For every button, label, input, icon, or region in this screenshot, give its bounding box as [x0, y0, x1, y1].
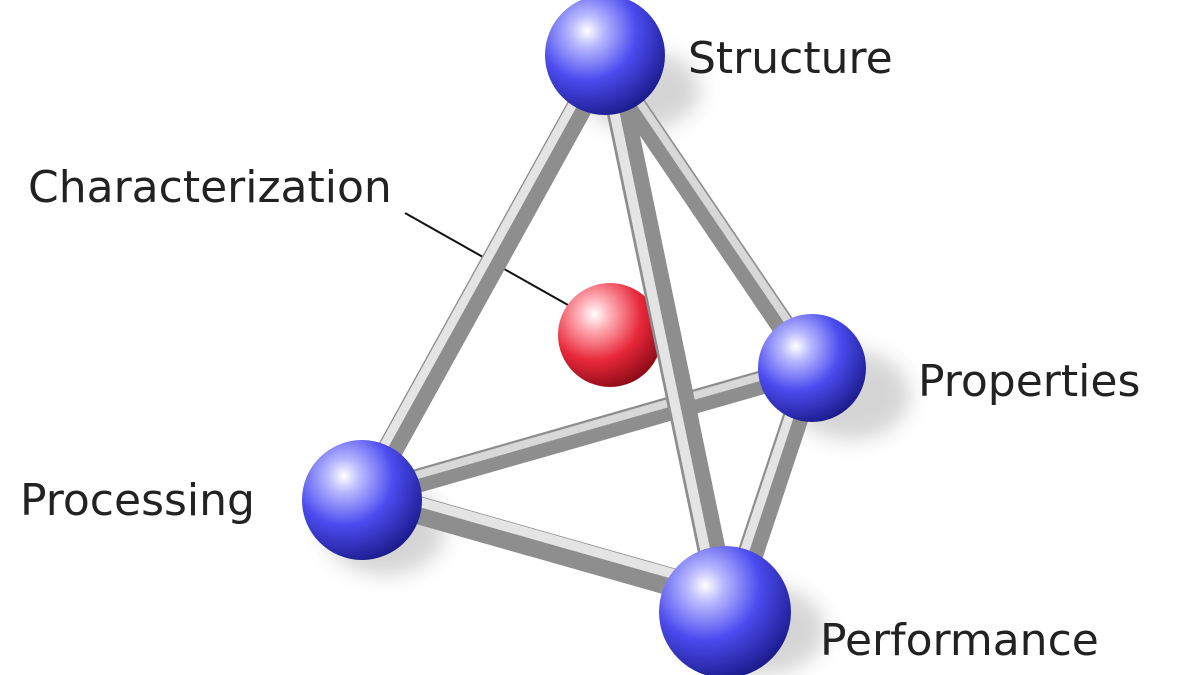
rod-structure-properties-highlight — [611, 62, 821, 368]
characterization-node — [558, 283, 662, 387]
performance-label: Performance — [820, 615, 1099, 666]
rod-processing-properties — [356, 356, 824, 507]
performance-node — [659, 546, 791, 675]
rod-structure-processing — [352, 57, 613, 508]
rod-processing-properties-highlight — [364, 358, 816, 493]
processing-node — [302, 440, 422, 560]
rod-structure-processing-highlight — [354, 61, 599, 496]
back-rods — [356, 58, 824, 507]
rod-structure-performance — [598, 56, 736, 614]
properties-label: Properties — [918, 356, 1140, 407]
rod-structure-performance-highlight — [601, 67, 721, 607]
characterization-label: Characterization — [28, 162, 392, 213]
processing-label: Processing — [20, 475, 255, 526]
rod-structure-properties — [598, 58, 824, 380]
structure-label: Structure — [688, 33, 893, 84]
structure-node — [545, 0, 665, 115]
properties-node — [758, 314, 866, 422]
